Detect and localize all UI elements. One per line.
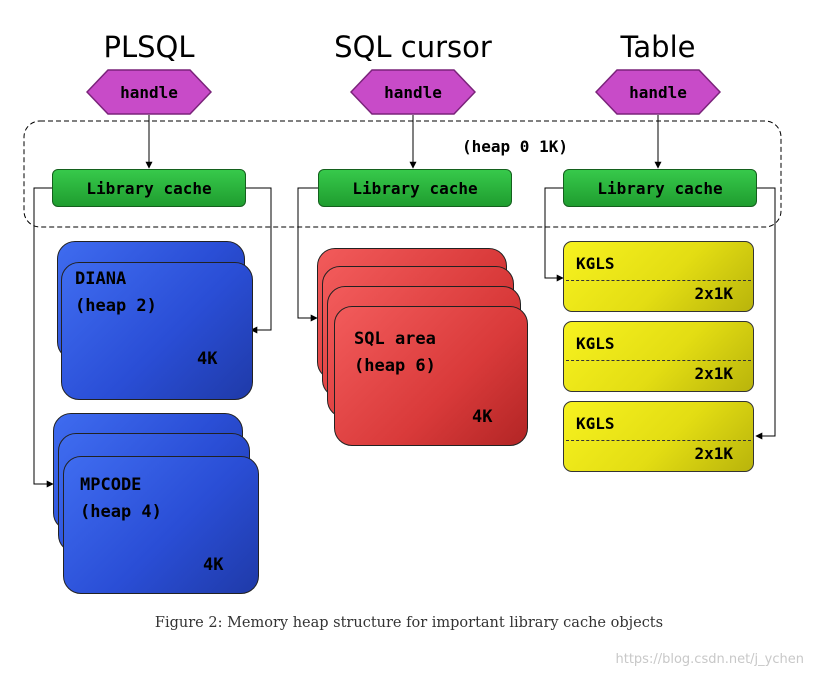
kgls-box-1: KGLS 2x1K: [563, 241, 754, 312]
sql-cursor-library-cache: Library cache: [318, 169, 512, 207]
diana-name: DIANA: [75, 269, 127, 289]
kgls-box-2: KGLS 2x1K: [563, 321, 754, 392]
sql-cursor-handle-label: handle: [384, 82, 442, 102]
figure-caption: Figure 2: Memory heap structure for impo…: [154, 615, 664, 631]
sql-cursor-handle: handle: [350, 69, 476, 115]
plsql-title: PLSQL: [103, 30, 195, 64]
plsql-handle-label: handle: [120, 82, 178, 102]
heap0-region: [23, 120, 782, 228]
kgls-2-name: KGLS: [576, 334, 615, 353]
kgls-2-size: 2x1K: [694, 364, 733, 383]
table-handle: handle: [595, 69, 721, 115]
kgls-3-name: KGLS: [576, 414, 615, 433]
kgls-1-divider: [566, 280, 751, 281]
heap0-label: (heap 0 1K): [462, 137, 568, 156]
mpcode-name: MPCODE: [80, 475, 142, 495]
mpcode-card: [63, 456, 259, 594]
diana-card: [61, 262, 253, 400]
table-title: Table: [620, 30, 696, 64]
sql-cursor-title: SQL cursor: [334, 30, 492, 64]
diana-size: 4K: [197, 349, 218, 369]
kgls-box-3: KGLS 2x1K: [563, 401, 754, 472]
kgls-3-size: 2x1K: [694, 444, 733, 463]
table-library-cache: Library cache: [563, 169, 757, 207]
sqlarea-name: SQL area: [354, 329, 436, 349]
mpcode-size: 4K: [203, 555, 224, 575]
kgls-1-name: KGLS: [576, 254, 615, 273]
kgls-1-size: 2x1K: [694, 284, 733, 303]
table-handle-label: handle: [629, 82, 687, 102]
plsql-library-cache: Library cache: [52, 169, 246, 207]
watermark: https://blog.csdn.net/j_ychen: [615, 652, 805, 667]
kgls-3-divider: [566, 440, 751, 441]
sqlarea-card: [334, 306, 528, 446]
mpcode-heap: (heap 4): [80, 502, 162, 522]
sqlarea-heap: (heap 6): [354, 356, 436, 376]
kgls-2-divider: [566, 360, 751, 361]
sqlarea-size: 4K: [472, 407, 493, 427]
plsql-handle: handle: [86, 69, 212, 115]
diana-heap: (heap 2): [75, 296, 157, 316]
